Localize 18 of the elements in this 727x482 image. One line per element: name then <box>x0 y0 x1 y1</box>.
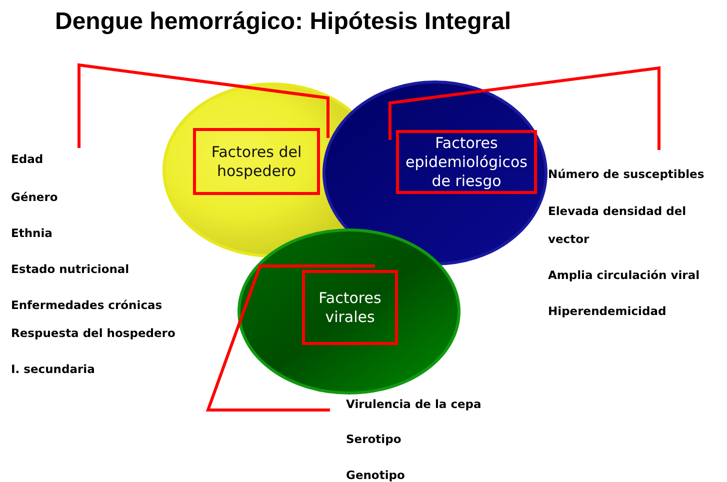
factor-item: Hiperendemicidad <box>548 303 666 320</box>
factor-item: Género <box>11 189 58 206</box>
factor-item: Edad <box>11 151 44 168</box>
factor-item: Respuesta del hospedero <box>11 325 176 342</box>
framed-heading: Factores virales <box>302 270 398 345</box>
factor-item: Amplia circulación viral <box>548 267 700 284</box>
factor-item: I. secundaria <box>11 361 95 378</box>
factor-item: Elevada densidad del vector <box>548 203 688 248</box>
title: Dengue hemorrágico: Hipótesis Integral <box>55 8 512 36</box>
factor-item: Ethnia <box>11 225 52 242</box>
factor-item: Genotipo <box>346 467 405 482</box>
factor-item: Número de susceptibles <box>548 166 704 183</box>
framed-heading: Factores del hospedero <box>193 128 320 195</box>
factor-item: Estado nutricional <box>11 261 130 278</box>
factor-item: Enfermedades crónicas <box>11 297 162 314</box>
factor-item: Serotipo <box>346 431 402 448</box>
framed-heading: Factores epidemiológicos de riesgo <box>396 130 537 194</box>
factor-item: Virulencia de la cepa <box>346 396 482 413</box>
